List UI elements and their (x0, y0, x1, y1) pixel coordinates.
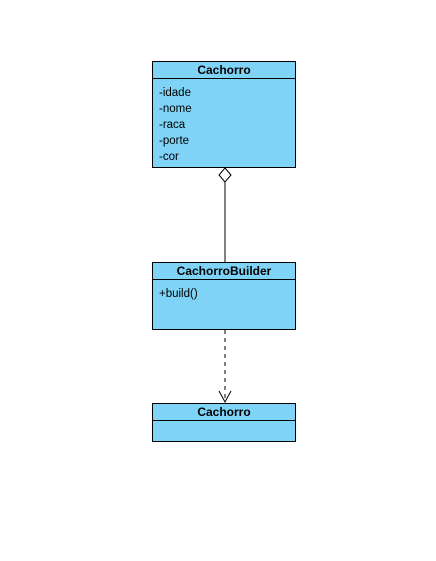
class-cachorro-attributes: -idade -nome -raca -porte -cor (153, 79, 295, 165)
class-cachorro[interactable]: Cachorro -idade -nome -raca -porte -cor (152, 61, 296, 168)
class-builder-methods: +build() (153, 280, 295, 302)
attribute-nome: -nome (159, 103, 192, 115)
dependency-arrowhead (218, 390, 232, 404)
attribute-cor: -cor (159, 151, 179, 163)
aggregation-diamond (218, 167, 232, 183)
attribute-porte: -porte (159, 135, 190, 147)
class-product-title: Cachorro (153, 404, 295, 421)
class-cachorro-builder[interactable]: CachorroBuilder +build() (152, 262, 296, 330)
attribute-raca: -raca (159, 119, 186, 131)
class-cachorro-title: Cachorro (153, 62, 295, 79)
class-cachorro-product[interactable]: Cachorro (152, 403, 296, 442)
class-builder-title: CachorroBuilder (153, 263, 295, 280)
attribute-idade: -idade (159, 87, 191, 99)
method-build: +build() (159, 288, 198, 300)
